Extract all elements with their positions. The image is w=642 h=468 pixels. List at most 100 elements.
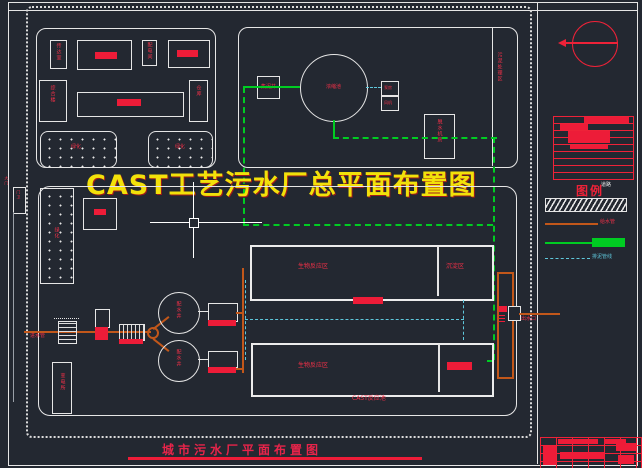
distribution-junction [147,327,159,339]
cast-tank-caption: CAST反应池 [352,395,386,402]
drawing-main-title: CAST工艺污水厂总平面布置图 [86,170,477,201]
substation-building: 变电所 [52,362,72,414]
outlet-red-hatch [499,314,505,324]
tank-feed-manifold-left [242,268,244,373]
legend-sludge-pipe-swatch [545,242,592,244]
drain-pipe-horizontal [245,319,464,320]
tank-outlet-drop [333,120,335,138]
west-green-area-label: 绿化 [53,227,60,239]
bottom-caption-underline [128,457,422,460]
outlet-pipe-label: 出水口 [521,316,537,322]
title-block-fill-2 [558,439,598,444]
drain-pipe-vertical-left [245,280,246,360]
building-dormitory [77,92,184,117]
outlet-red-block [499,306,507,312]
sheet-border [8,2,638,466]
title-block-fill-3 [604,439,626,444]
west-fence-line [13,212,14,402]
drain-pipe-vertical-right [463,300,464,340]
dewatering-building-label: 脱水机房 [436,119,443,143]
admin-road-loop [36,28,216,168]
sheet-border-inner-top [8,10,637,11]
title-block-fill-4 [560,452,604,459]
well2-connector [198,359,208,360]
materials-table-fill-4 [570,145,608,149]
building-lab [168,40,210,68]
sludge-road-loop [238,27,518,168]
north-arrow-circle [572,21,618,67]
cast-tank-1-divider [437,246,439,296]
north-arrow-line [565,42,618,44]
legend-water-pipe-label: 给水管 [600,219,616,225]
drawing-bottom-caption: 城市污水厂平面布置图 [162,443,323,457]
cast-tank-1-cell-label: 沉淀区 [446,263,465,270]
legend-road-swatch [545,198,627,212]
building-warehouse: 仓库 [189,80,208,122]
cast-tank-2-cell-bar [447,362,472,370]
crosshair-pickbox [189,218,199,228]
sludge-pipe-stub [487,360,494,362]
parking-green-area-1-label: 绿化 [71,144,82,150]
sludge-pump-b-label: 风机 [384,100,392,105]
screen-unit-top-tick [54,318,79,319]
building-dormitory-name-bar [117,99,141,106]
tank-to-pump-pipe [366,87,381,88]
sludge-pipe-to-tank [243,86,300,88]
thickener-tank-circle: 浓缩池 [300,54,368,122]
distribution-well-2-label: 配水井 [175,349,182,367]
cast-tank-1 [250,245,494,301]
materials-table-fill-2 [560,124,588,130]
legend-road-label: 道路 [601,182,612,188]
distribution-well-1-label: 配水井 [175,301,182,319]
cast-tank-1-label: 生物反应区 [298,263,329,270]
legend-heading: 图例 [576,184,605,198]
plant-boundary-fence [26,6,532,438]
sludge-area-strip-line [492,27,493,166]
title-block-fill-1 [543,446,556,465]
gate-house-west: 门卫 [13,187,26,214]
building-power-room-label: 配电间 [146,42,153,60]
parking-green-area-1: 绿化 [40,131,117,168]
materials-table-fill-1 [584,117,629,123]
legend-water-pipe-swatch [545,223,598,225]
building-lab-name-bar [177,50,198,57]
selector-basin-1-fill [208,320,236,326]
basin2-feed-stub [236,368,244,370]
grit-chamber-fill [119,339,143,344]
building-west [83,198,117,230]
legend-drain-pipe-label: 排泥管线 [592,254,613,260]
process-road-loop [38,186,517,416]
building-complex: 综合楼 [39,80,67,122]
building-gatehouse: 传达室 [50,40,67,69]
west-green-area: 绿化 [40,188,74,284]
parking-green-area-2-label: 绿化 [175,144,186,150]
title-block-fill-6 [618,455,634,464]
building-warehouse-label: 仓库 [195,85,202,97]
distribution-well-1: 配水井 [158,292,200,334]
well1-connector [198,311,208,312]
building-office-name-bar [95,52,117,59]
thickener-tank-label: 浓缩池 [326,84,342,90]
inlet-pipe-label: 进水管 [30,333,46,339]
panel-divider [537,2,538,464]
cast-tank-2 [251,343,494,397]
gate-house-west-label: 门卫 [16,190,22,200]
sludge-pipe-vertical-2 [493,137,495,360]
distribution-well-2: 配水井 [158,340,200,382]
legend-drain-pipe-swatch [545,258,590,259]
sludge-pump-box-a: 泵房 [381,81,399,96]
building-west-name-bar [94,209,106,215]
mid-red-bar [353,297,383,304]
entry-gate-label: 大门 [4,176,10,186]
building-office [77,40,132,70]
sludge-pipe-horizontal-1 [333,137,497,139]
sludge-pump-a-label: 泵房 [384,85,392,90]
dewatering-building: 脱水机房 [424,114,455,159]
selector-basin-2-fill [208,367,236,373]
north-arrow-tip [558,39,566,47]
legend-sludge-pipe-block [592,238,625,247]
substation-label: 变电所 [59,373,66,391]
cast-tank-2-label: 生物反应区 [298,362,329,369]
title-block-fill-5 [616,443,636,451]
